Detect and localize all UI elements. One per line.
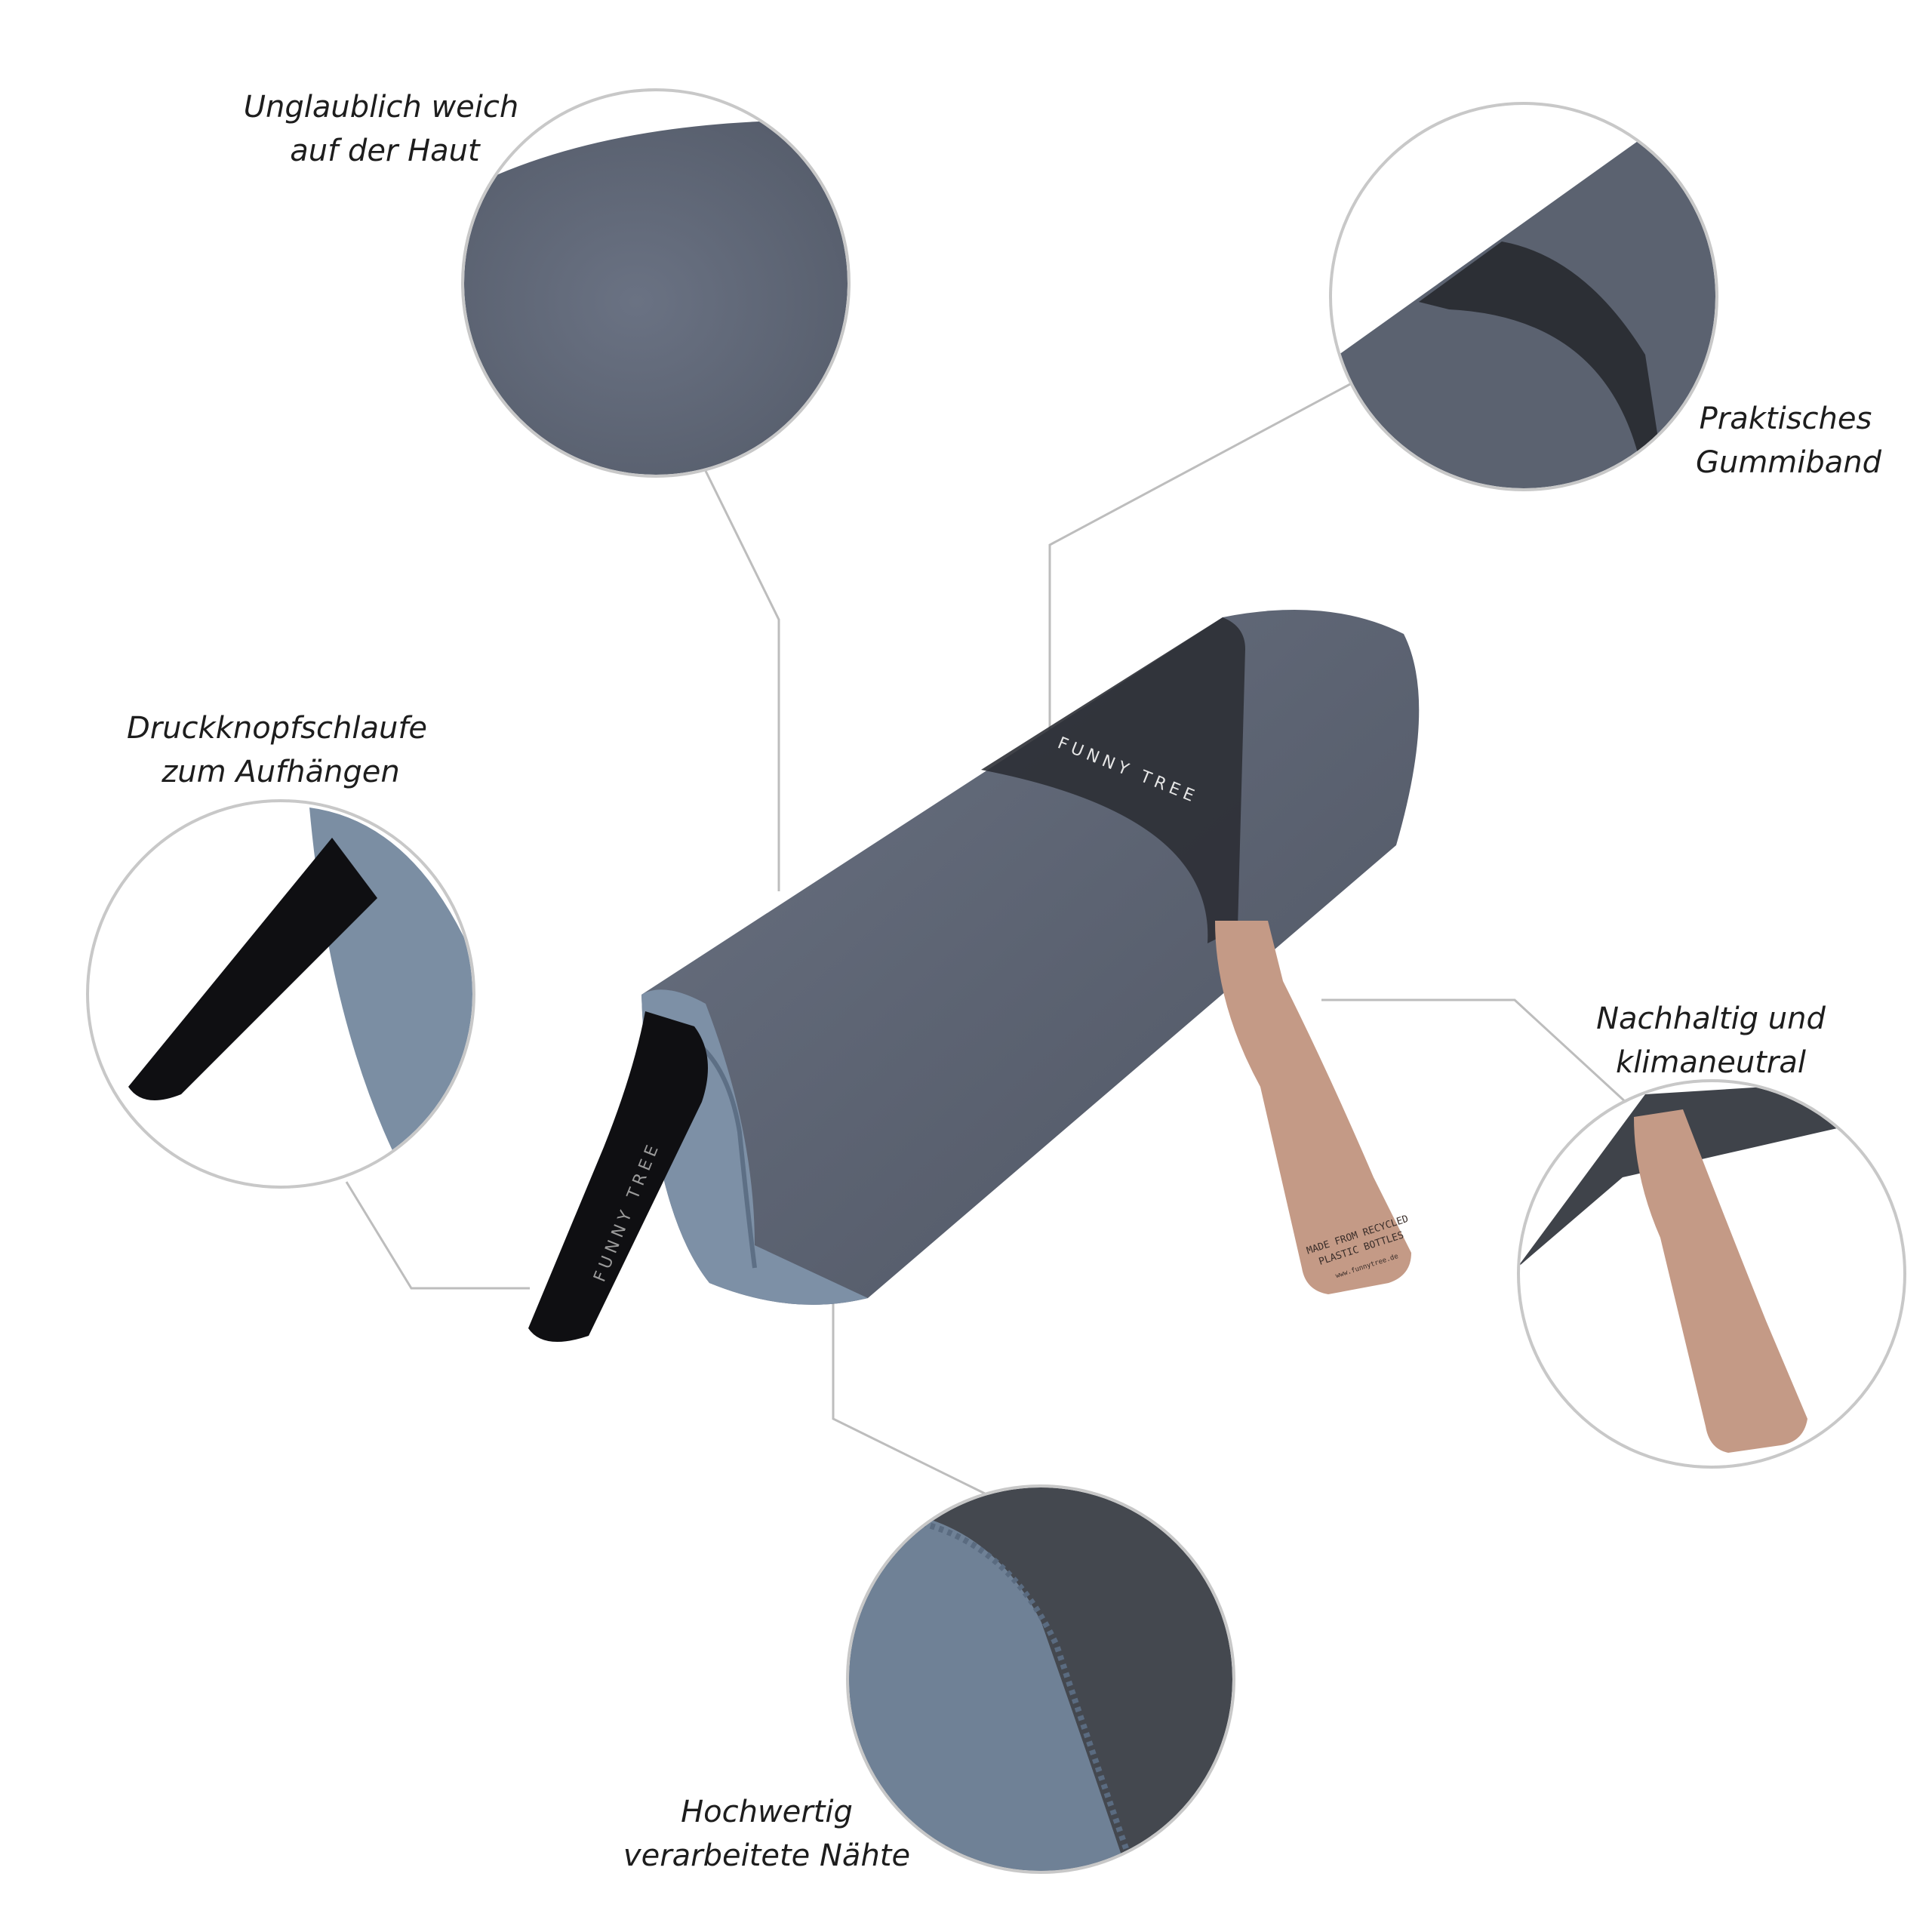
detail-circle-seams xyxy=(846,1484,1235,1874)
detail-circle-loop xyxy=(86,799,475,1189)
connector-seams xyxy=(832,1303,986,1495)
connector-soft xyxy=(704,470,780,891)
detail-circle-soft xyxy=(461,88,851,478)
connector-loop xyxy=(345,1181,530,1290)
feature-label-sustainable-line1: Nachhaltig und xyxy=(1596,1001,1826,1036)
connector-band xyxy=(1048,383,1351,736)
feature-label-soft-line2: auf der Haut xyxy=(290,134,481,168)
feature-label-loop-line1: Druckknopfschlaufe xyxy=(127,711,427,746)
feature-label-seams-line2: verarbeitete Nähte xyxy=(623,1838,910,1873)
detail-circle-sustainable xyxy=(1517,1079,1906,1469)
connector-sustainable xyxy=(1321,998,1629,1105)
feature-label-soft-line1: Unglaublich weich xyxy=(244,90,518,125)
feature-label-band-line1: Praktisches xyxy=(1700,401,1872,436)
rolled-towel: FUNNY TREE FUNNY TREE MADE FROM RECYCLED… xyxy=(528,609,1420,1342)
feature-label-sustainable-line2: klimaneutral xyxy=(1616,1045,1806,1080)
feature-label-band-line2: Gummiband xyxy=(1696,445,1882,480)
feature-label-seams-line1: Hochwertig xyxy=(681,1795,853,1829)
feature-label-loop-line2: zum Aufhängen xyxy=(161,755,399,789)
detail-circle-band xyxy=(1329,102,1718,491)
